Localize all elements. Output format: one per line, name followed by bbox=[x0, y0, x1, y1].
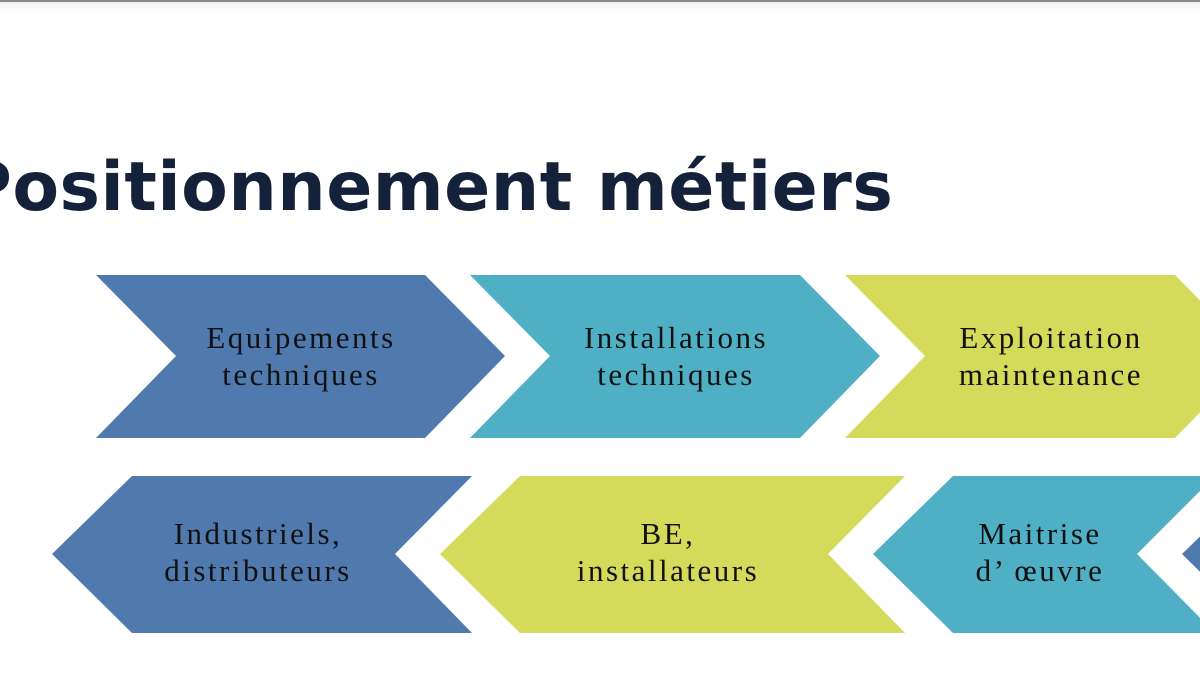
label-industriels: Industriels, distributeurs bbox=[164, 515, 352, 589]
chevron-be bbox=[440, 476, 905, 633]
chevron-maitrise bbox=[873, 476, 1200, 633]
chevron-installations bbox=[470, 275, 880, 438]
window-top-shade bbox=[0, 2, 1200, 10]
label-exploitation: Exploitation maintenance bbox=[959, 319, 1143, 393]
chevron-exploitation bbox=[845, 275, 1200, 438]
label-line: maintenance bbox=[958, 357, 1144, 392]
label-line: Exploitation bbox=[959, 320, 1143, 355]
label-be: BE, installateurs bbox=[577, 515, 759, 589]
label-line: d’ œuvre bbox=[975, 553, 1105, 588]
label-line: Installations bbox=[583, 320, 769, 355]
label-line: Maitrise bbox=[978, 516, 1102, 551]
label-installations: Installations techniques bbox=[584, 319, 768, 393]
label-line: Equipements bbox=[206, 320, 396, 355]
chevron-next-partial bbox=[1182, 536, 1200, 572]
window-top-border bbox=[0, 0, 1200, 2]
slide-title: Positionnement métiers bbox=[0, 148, 894, 227]
chevron-industriels bbox=[52, 476, 472, 633]
label-line: techniques bbox=[222, 357, 380, 392]
label-maitrise: Maitrise d’ œuvre bbox=[976, 515, 1105, 589]
label-line: BE, bbox=[640, 516, 696, 551]
label-line: distributeurs bbox=[164, 553, 352, 588]
chevron-equipements bbox=[96, 275, 505, 438]
label-equipements: Equipements techniques bbox=[206, 319, 395, 393]
label-line: techniques bbox=[597, 357, 755, 392]
label-line: installateurs bbox=[576, 553, 760, 588]
label-line: Industriels, bbox=[173, 516, 343, 551]
